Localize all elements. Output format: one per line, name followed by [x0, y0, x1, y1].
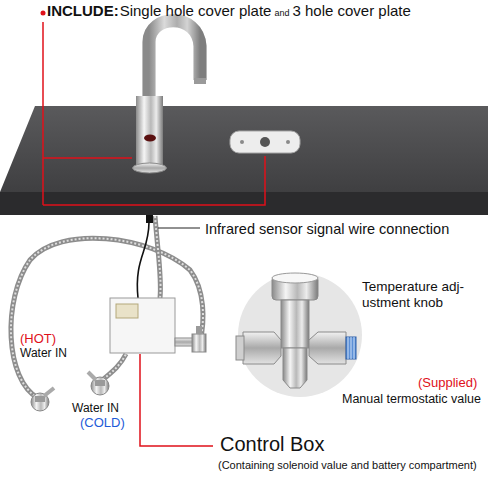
callout-note: (Containing solenoid value and battery c… [218, 459, 477, 472]
included-part: Single hole cover plate [120, 2, 272, 19]
hoses [11, 216, 203, 398]
callout-label: Infrared sensor signal wire connection [205, 221, 449, 238]
faucet [133, 21, 207, 173]
joining-word: and [274, 8, 289, 18]
cover-plate [230, 131, 300, 153]
sensor-wire [137, 215, 200, 298]
counter-top [0, 106, 488, 215]
callout-label: Temperature adj- ustment knob [362, 279, 482, 310]
cold-tag: (COLD) [80, 416, 125, 431]
inlet-label: Water IN [72, 402, 119, 416]
control-box-label: Control Box [220, 433, 325, 456]
include-heading: INCLUDE: [47, 2, 119, 19]
inlet-label: Water IN [20, 347, 67, 361]
control-box [110, 298, 206, 353]
callout-label: Manual termostatic value [342, 392, 481, 406]
supplied-tag: (Supplied) [418, 376, 477, 391]
included-part: 3 hole cover plate [292, 2, 410, 19]
hot-tag: (HOT) [20, 332, 56, 347]
thermostatic-valve-inset [236, 273, 362, 397]
